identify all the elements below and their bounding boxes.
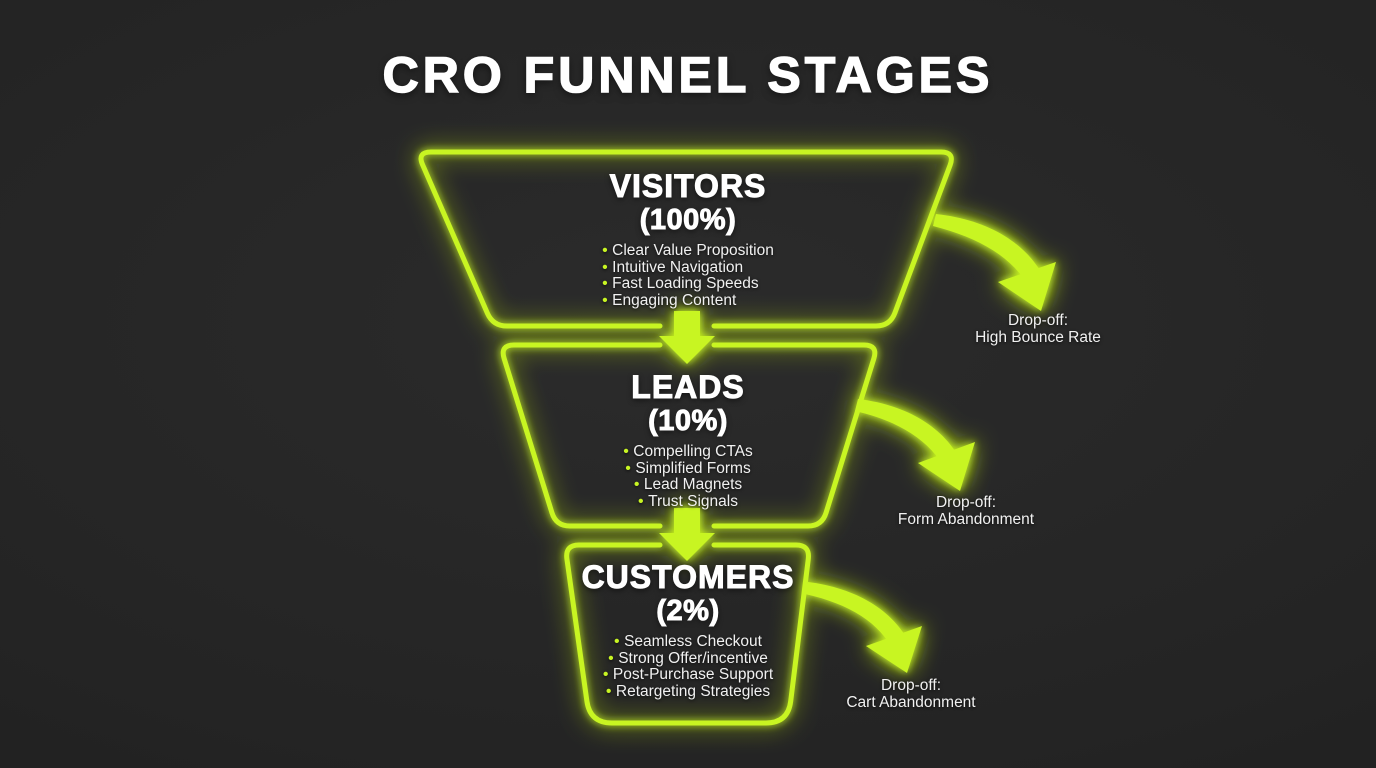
dropoff-label-leads: Drop-off: Form Abandonment <box>846 494 1086 528</box>
bullet-item: Clear Value Proposition <box>602 242 774 260</box>
stage-title: CUSTOMERS <box>581 559 795 595</box>
down-arrow-icon <box>659 311 715 364</box>
funnel-stage-leads-outline-right <box>711 342 878 529</box>
funnel-stage-leads: LEADS (10%) Compelling CTAs Simplified F… <box>458 369 918 511</box>
stage-percent: (10%) <box>648 405 728 437</box>
bullet-item: Strong Offer/incentive <box>458 650 918 668</box>
stage-percent: (2%) <box>656 595 720 627</box>
dropoff-reason: Form Abandonment <box>897 510 1035 528</box>
dropoff-title: Drop-off: <box>1007 312 1069 329</box>
curved-arrow-icon <box>933 214 1046 289</box>
funnel-stage-customers: CUSTOMERS (2%) Seamless Checkout Strong … <box>458 559 918 701</box>
dropoff-label-visitors: Drop-off: High Bounce Rate <box>918 312 1158 346</box>
stage-bullet-list: Seamless Checkout Strong Offer/incentive… <box>458 633 918 701</box>
bullet-item: Trust Signals <box>458 493 918 511</box>
dropoff-title: Drop-off: <box>935 494 997 511</box>
stage-bullet-list: Clear Value Proposition Intuitive Naviga… <box>602 242 774 310</box>
bullet-item: Engaging Content <box>602 292 774 310</box>
funnel-stage-leads-outline-left <box>500 342 663 529</box>
dropoff-reason: Cart Abandonment <box>846 693 976 711</box>
stage-title: LEADS <box>631 369 745 405</box>
bullet-item: Compelling CTAs <box>458 443 918 461</box>
bullet-item: Lead Magnets <box>458 477 918 494</box>
funnel-stage-visitors: VISITORS (100%) Clear Value Proposition … <box>458 168 918 310</box>
down-arrow-icon <box>659 508 715 561</box>
dropoff-reason: High Bounce Rate <box>975 328 1101 346</box>
bullet-item: Intuitive Navigation <box>602 259 774 277</box>
dropoff-label-customers: Drop-off: Cart Abandonment <box>791 677 1031 711</box>
bullet-item: Simplified Forms <box>458 460 918 478</box>
curved-arrow-icon <box>855 399 962 471</box>
stage-bullet-list: Compelling CTAs Simplified Forms Lead Ma… <box>458 443 918 511</box>
funnel-stage-visitors-outline <box>418 149 954 329</box>
bullet-item: Fast Loading Speeds <box>602 276 774 293</box>
stage-percent: (100%) <box>639 204 737 236</box>
bullet-item: Post-Purchase Support <box>458 667 918 684</box>
page-title: CRO FUNNEL STAGES <box>382 47 994 103</box>
bullet-item: Seamless Checkout <box>458 633 918 651</box>
curved-arrow-head-icon <box>998 262 1056 311</box>
funnel-stage-customers-outline <box>564 542 811 726</box>
curved-arrow-head-icon <box>918 442 975 491</box>
dropoff-title: Drop-off: <box>880 677 942 694</box>
bullet-item: Retargeting Strategies <box>458 683 918 701</box>
stage-title: VISITORS <box>609 168 767 204</box>
